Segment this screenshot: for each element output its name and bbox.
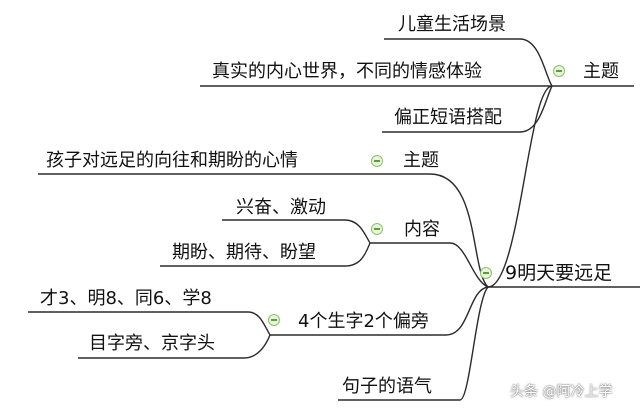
branch-label-theme-2[interactable]: 主题	[403, 150, 439, 171]
collapse-toggle-icon[interactable]	[480, 267, 492, 279]
edge-theme1-leaf0	[384, 38, 553, 87]
collapse-toggle-icon[interactable]	[371, 155, 383, 167]
edge-content-leaf0	[222, 219, 371, 244]
leaf-node-label[interactable]: 兴奋、激动	[236, 197, 326, 218]
watermark-text: 头条 @阿冷上学	[510, 384, 613, 400]
edge-characters-leaf1	[78, 334, 271, 359]
root-node-label[interactable]: 9明天要远足	[505, 262, 613, 284]
leaf-node-label[interactable]: 孩子对远足的向往和期盼的心情	[46, 150, 298, 171]
edge-content-leaf1	[160, 242, 371, 267]
leaf-node-label[interactable]: 目字旁、京字头	[89, 333, 215, 354]
edge-theme1-leaf2	[382, 85, 553, 133]
connector-lines	[28, 38, 640, 401]
collapse-toggle-icon[interactable]	[553, 65, 565, 77]
edge-characters-leaf0	[28, 311, 271, 336]
edge-root-theme1	[487, 85, 634, 288]
leaf-node-label[interactable]: 真实的内心世界，不同的情感体验	[212, 61, 482, 82]
leaf-node-label[interactable]: 偏正短语搭配	[394, 107, 502, 128]
branch-label-sentence-tone[interactable]: 句子的语气	[342, 376, 432, 397]
branch-label-theme-1[interactable]: 主题	[583, 61, 619, 82]
collapse-toggle-icon[interactable]	[268, 314, 280, 326]
leaf-node-label[interactable]: 期盼、期待、盼望	[172, 242, 316, 263]
edge-root-content	[370, 242, 489, 288]
collapse-toggle-icon[interactable]	[371, 223, 383, 235]
edge-root-sentence	[338, 286, 489, 401]
edge-root-characters	[270, 286, 489, 336]
leaf-node-label[interactable]: 儿童生活场景	[398, 14, 506, 35]
branch-label-content[interactable]: 内容	[404, 219, 440, 240]
leaf-node-label[interactable]: 才3、明8、同6、学8	[40, 288, 212, 309]
branch-label-characters[interactable]: 4个生字2个偏旁	[298, 311, 429, 332]
